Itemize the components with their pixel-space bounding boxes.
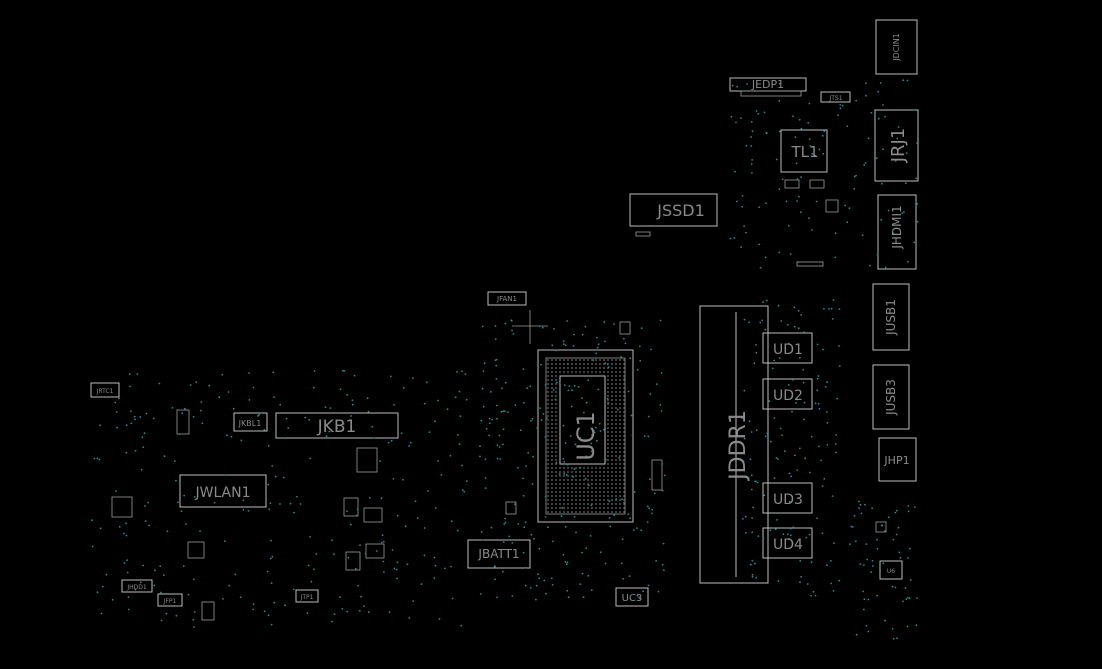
label-ud3: UD3	[773, 492, 803, 508]
label-jhp1: JHP1	[883, 454, 909, 467]
label-jfp1: JFP1	[163, 598, 177, 605]
label-jkbl1: JKBL1	[238, 419, 262, 428]
uc1-ball-grid	[547, 359, 625, 513]
uc1-ball-area	[545, 357, 626, 515]
ud3-outline[interactable]	[762, 482, 813, 514]
jedp1-pins	[740, 90, 802, 97]
vias	[91, 79, 919, 640]
label-jfan1: JFAN1	[496, 295, 517, 303]
jddr1-outline[interactable]	[699, 305, 769, 584]
label-jusb1: JUSB1	[884, 299, 898, 336]
label-jtp1: JTP1	[300, 594, 314, 601]
jdcin1-outline[interactable]	[875, 19, 918, 75]
label-jkb1: JKB1	[317, 417, 357, 437]
label-ud2: UD2	[773, 388, 803, 404]
jtp1-outline[interactable]	[295, 589, 319, 603]
jhdmi1-outline[interactable]	[877, 194, 917, 270]
ud1-outline[interactable]	[762, 332, 813, 364]
label-jusb3: JUSB3	[884, 379, 898, 416]
label-jbatt1: JBATT1	[477, 547, 519, 561]
jusb3-outline[interactable]	[872, 364, 910, 430]
label-jhdd1: JHDD1	[126, 584, 147, 591]
label-jdcin1: JDCIN1	[892, 33, 901, 62]
label-ud4: UD4	[773, 537, 803, 553]
label-jhdmi1: JHDMI1	[890, 205, 904, 249]
jwlan1-outline[interactable]	[179, 474, 267, 508]
label-uc3: UC3	[622, 593, 643, 604]
label-tl1: TL1	[790, 143, 818, 161]
ud2-outline[interactable]	[762, 378, 813, 410]
component-outlines	[90, 19, 919, 621]
jfan1-outline[interactable]	[487, 291, 527, 306]
ud4-outline[interactable]	[762, 527, 813, 559]
label-uc1: UC1	[572, 411, 600, 461]
label-u6: U6	[887, 568, 895, 575]
u6-outline[interactable]	[879, 560, 903, 580]
uc1-die	[559, 375, 606, 465]
jkbl1-outline[interactable]	[233, 412, 268, 432]
jbatt1-outline[interactable]	[467, 539, 531, 569]
label-jrj1: JRJ1	[888, 128, 909, 164]
label-jwlan1: JWLAN1	[194, 485, 250, 501]
jrtc1-outline[interactable]	[90, 382, 120, 398]
jusb1-outline[interactable]	[872, 283, 910, 351]
jts1-outline[interactable]	[820, 91, 851, 103]
uc3-outline[interactable]	[615, 587, 649, 607]
jfp1-outline[interactable]	[157, 593, 183, 607]
jrj1-outline[interactable]	[874, 109, 919, 182]
jkb1-outline[interactable]	[275, 412, 399, 439]
jssd1-outline[interactable]	[629, 193, 718, 227]
label-jts1: JTS1	[828, 95, 842, 102]
label-jrtc1: JRTC1	[96, 388, 114, 395]
label-jedp1: JEDP1	[751, 78, 784, 91]
label-jssd1: JSSD1	[656, 201, 705, 220]
component-labels: JDCIN1 JEDP1 JTS1 JRJ1 TL1 JSSD1 JHDMI1 …	[96, 33, 910, 605]
label-jddr1: JDDR1	[726, 410, 751, 482]
jhp1-outline[interactable]	[878, 437, 917, 482]
label-ud1: UD1	[773, 342, 803, 358]
tl1-outline[interactable]	[780, 129, 828, 173]
jhdd1-outline[interactable]	[121, 579, 153, 593]
